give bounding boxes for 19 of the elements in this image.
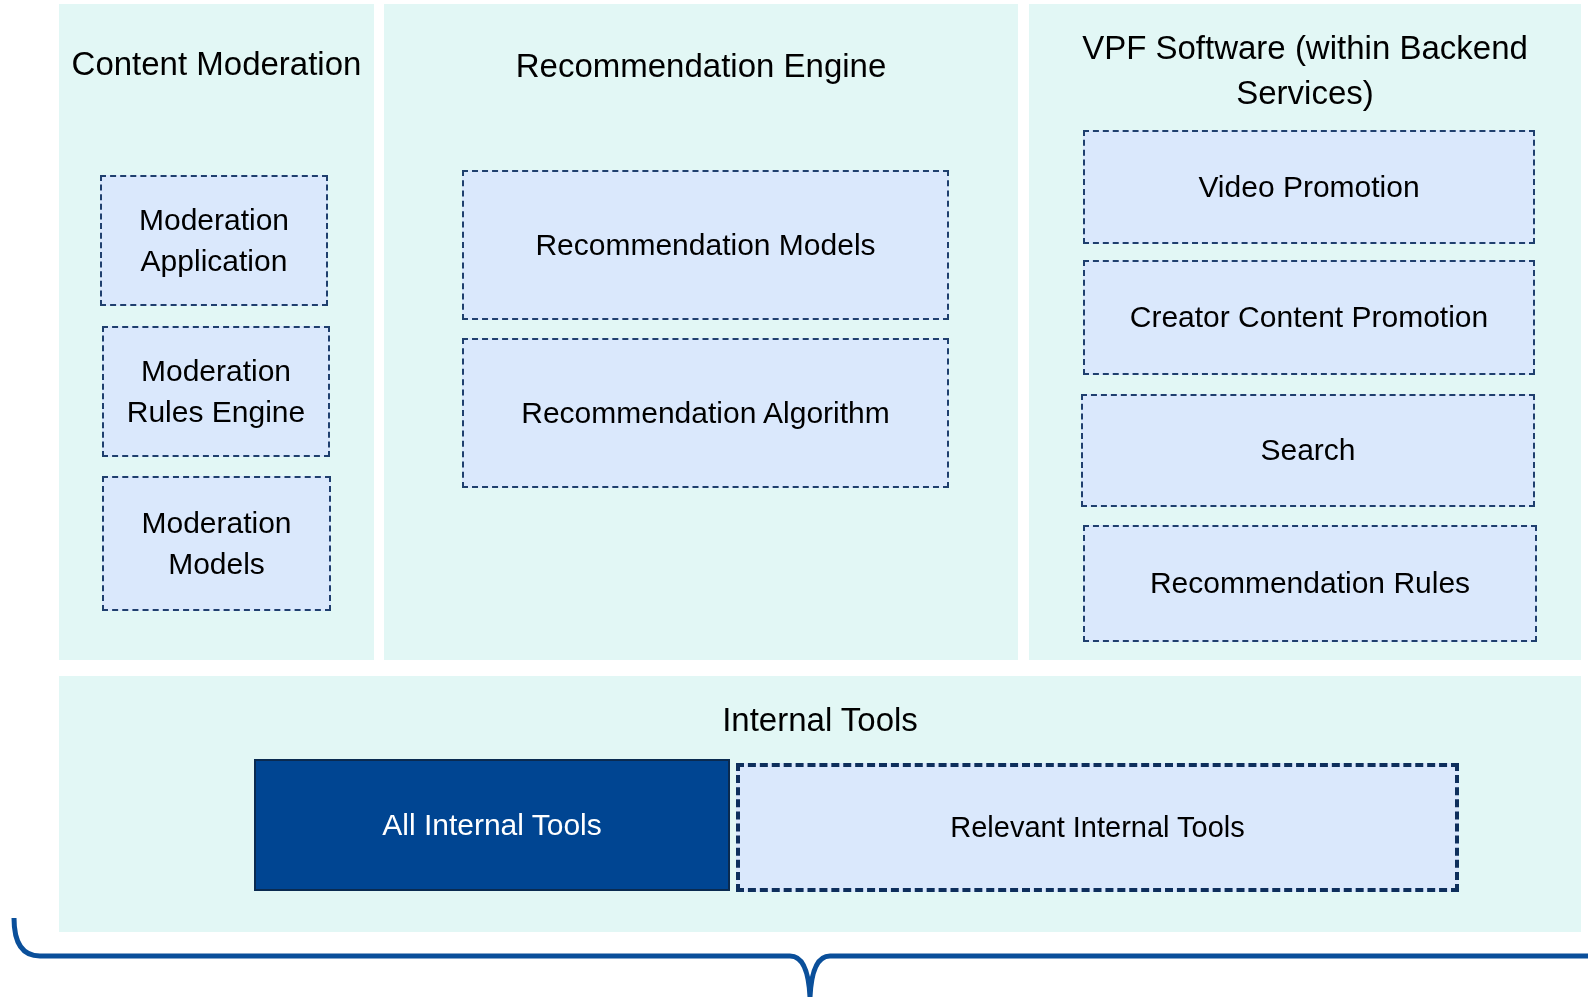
dashed-box: Moderation Application	[100, 175, 328, 306]
dashed-box: Moderation Models	[102, 476, 331, 611]
internal-tools-panel	[59, 676, 1581, 932]
panel-heading: Internal Tools	[721, 700, 919, 740]
dashed-box: Recommendation Models	[462, 170, 949, 320]
panel-heading: VPF Software (within Backend Services)	[1081, 28, 1529, 113]
dashed-box: Search	[1081, 394, 1535, 507]
panel-heading: Recommendation Engine	[514, 46, 888, 86]
dashed-box: Recommendation Algorithm	[462, 338, 949, 488]
vpf-software-panel	[1029, 4, 1581, 660]
panel-heading: Content Moderation	[70, 44, 363, 84]
dashed-box: Video Promotion	[1083, 130, 1535, 244]
dashed-box: Relevant Internal Tools	[736, 763, 1459, 892]
dashed-box: Creator Content Promotion	[1083, 260, 1535, 375]
dashed-box: Recommendation Rules	[1083, 525, 1537, 642]
highlighted-box: All Internal Tools	[254, 759, 730, 891]
content-moderation-panel	[59, 4, 374, 660]
recommendation-engine-panel	[384, 4, 1018, 660]
dashed-box: Moderation Rules Engine	[102, 326, 330, 457]
